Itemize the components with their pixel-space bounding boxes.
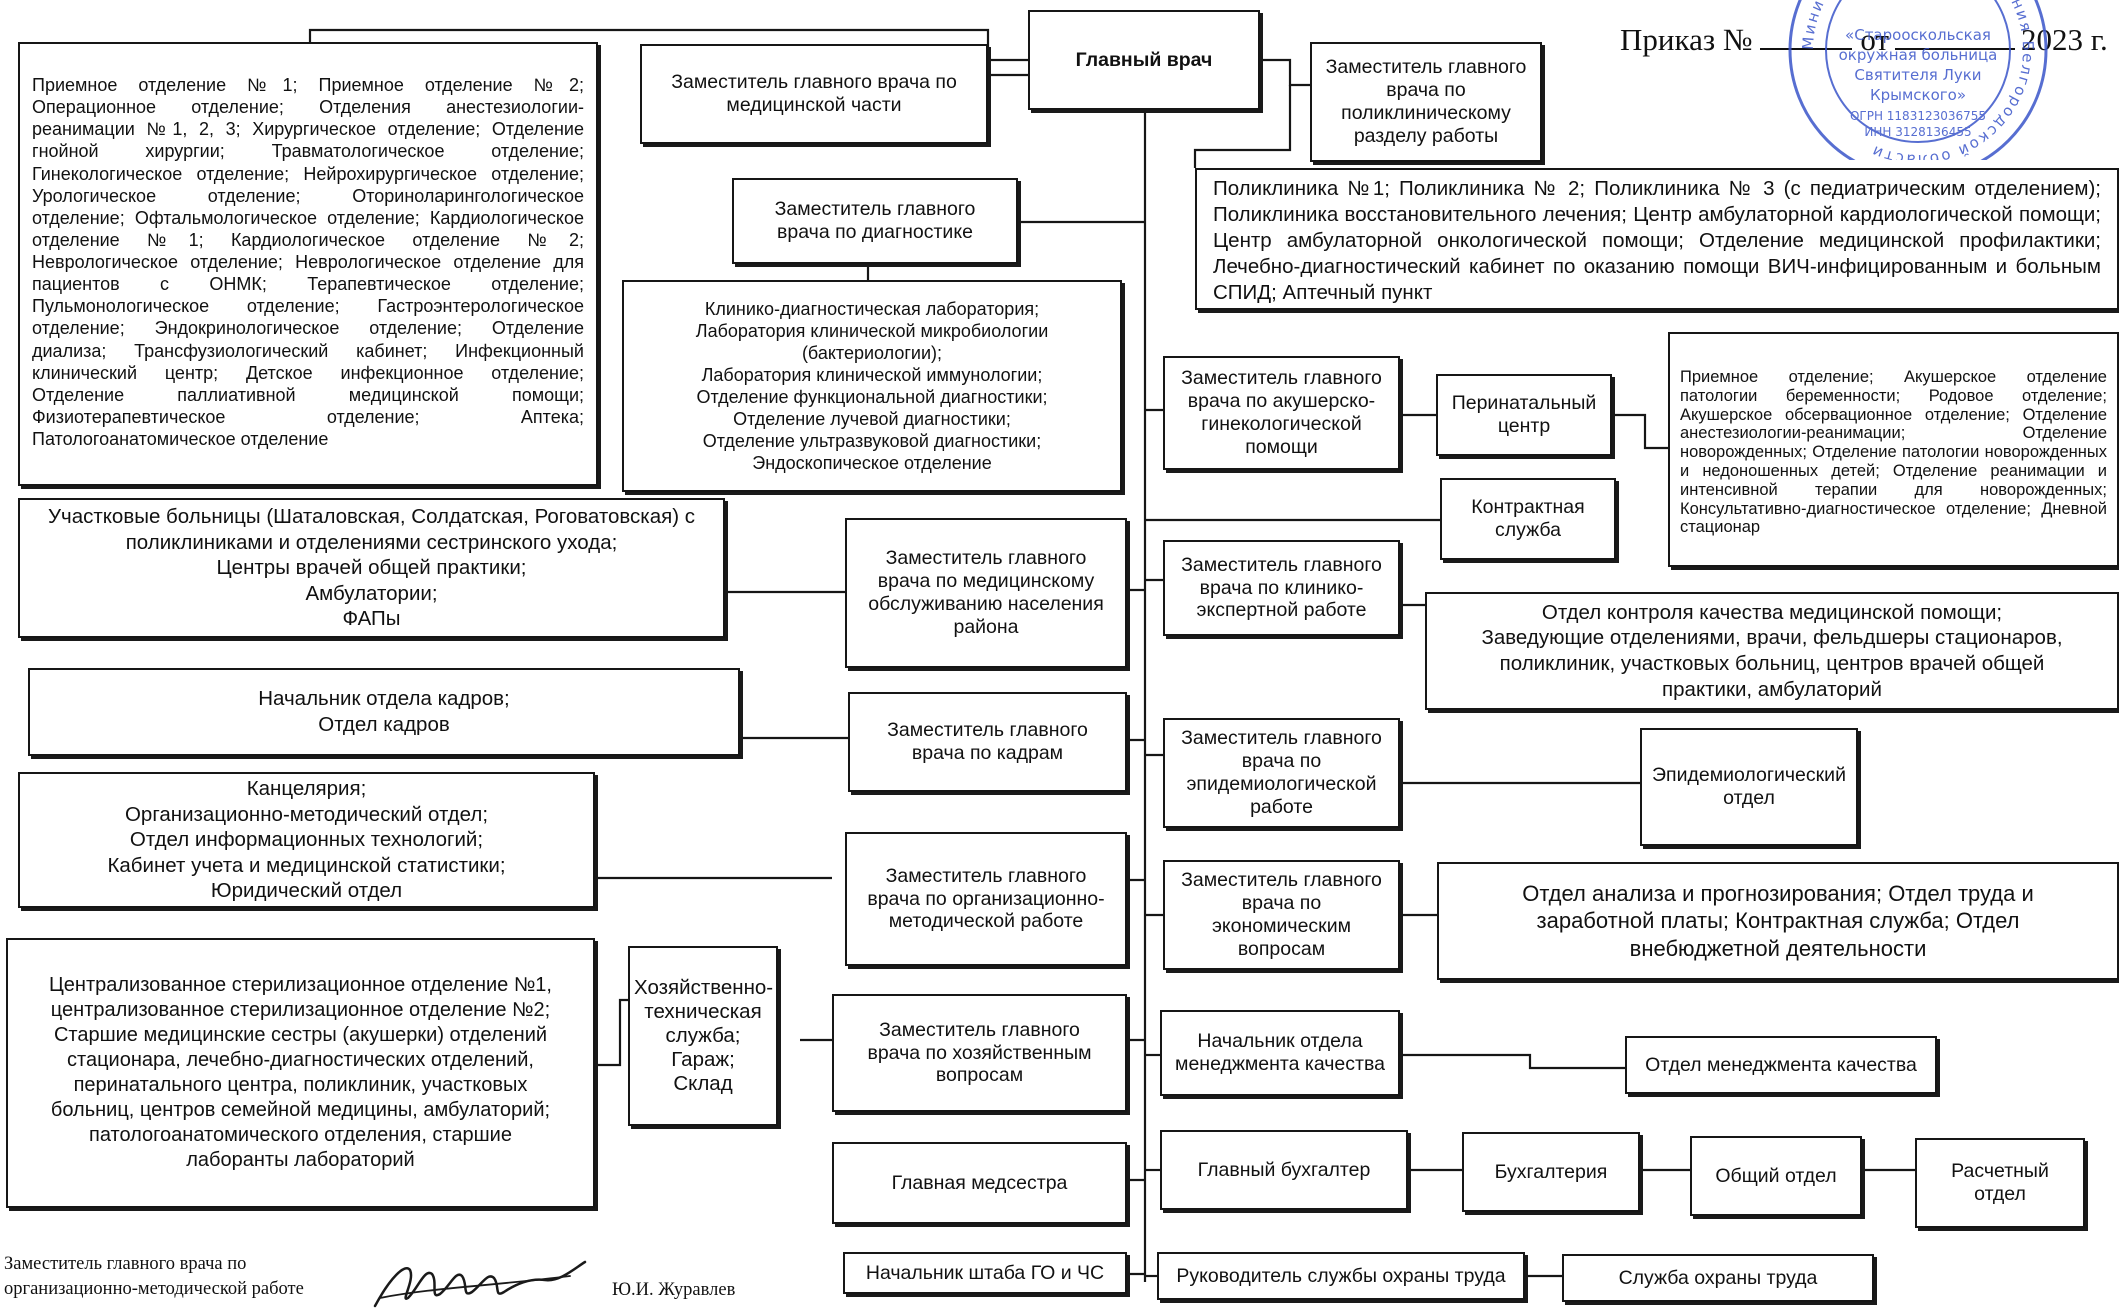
- settlement-dept-label: Расчетный отдел: [1951, 1160, 2049, 1205]
- stamp-inn: ИНН 3128136455: [1864, 125, 1971, 139]
- official-stamp: Министерство здравоохранения Белгородско…: [1788, 0, 2048, 160]
- general-dept-label: Общий отдел: [1715, 1164, 1837, 1187]
- epidemiology-dept-box: Эпидемиологический отдел: [1640, 728, 1858, 846]
- settlement-dept-box: Расчетный отдел: [1915, 1138, 2085, 1228]
- deputy-hr-label: Заместитель главного врача по кадрам: [887, 719, 1088, 764]
- civil-defense-label: Начальник штаба ГО и ЧС: [865, 1261, 1105, 1284]
- deputy-household-box: Заместитель главного врача по хозяйствен…: [832, 994, 1127, 1112]
- hr-list-box: Начальник отдела кадров; Отдел кадров: [28, 668, 740, 756]
- diagnostics-list-text: Клинико-диагностическая лаборатория; Лаб…: [695, 298, 1049, 474]
- deputy-epidemiology-label: Заместитель главного врача по эпидемиоло…: [1181, 727, 1382, 818]
- district-list-text: Участковые больницы (Шаталовская, Солдат…: [47, 504, 695, 631]
- sterilization-list-box: Централизованное стерилизационное отделе…: [6, 938, 595, 1208]
- stamp-line-4: Крымского»: [1870, 86, 1966, 104]
- perinatal-center-label: Перинатальный центр: [1451, 392, 1597, 437]
- deputy-economics-box: Заместитель главного врача по экономичес…: [1163, 860, 1400, 970]
- order-from: от: [1860, 22, 1890, 57]
- quality-control-list-text: Отдел контроля качества медицинской помо…: [1481, 600, 2063, 701]
- contract-service-box: Контрактная служба: [1440, 478, 1616, 560]
- stamp-line-1: «Старооскольская: [1845, 26, 1991, 44]
- contract-service-label: Контрактная служба: [1471, 496, 1585, 541]
- economics-list-text: Отдел анализа и прогнозирования; Отдел т…: [1522, 880, 2034, 961]
- hospital-departments-box: Приемное отделение №1; Приемное отделени…: [18, 42, 598, 486]
- perinatal-list-text: Приемное отделение; Акушерское отделение…: [1680, 368, 2107, 537]
- quality-mgmt-dept-box: Отдел менеджмента качества: [1625, 1036, 1937, 1094]
- signer-name: Ю.И. Журавлев: [612, 1280, 736, 1300]
- chief-physician-label: Главный врач: [1075, 48, 1213, 71]
- chief-accountant-box: Главный бухгалтер: [1160, 1130, 1408, 1210]
- deputy-polyclinic-box: Заместитель главного врача по поликлинич…: [1310, 42, 1542, 162]
- polyclinics-list-text: Поликлиника №1; Поликлиника № 2; Поликли…: [1213, 177, 2101, 305]
- quality-mgmt-dept-label: Отдел менеджмента качества: [1645, 1053, 1917, 1076]
- chief-physician-box: Главный врач: [1028, 10, 1260, 110]
- chief-accountant-label: Главный бухгалтер: [1197, 1158, 1371, 1181]
- head-quality-mgmt-label: Начальник отдела менеджмента качества: [1175, 1030, 1385, 1075]
- head-quality-mgmt-box: Начальник отдела менеджмента качества: [1160, 1010, 1400, 1096]
- order-date-field: [1895, 24, 2016, 50]
- deputy-org-method-label: Заместитель главного врача по организаци…: [867, 864, 1105, 933]
- deputy-epidemiology-box: Заместитель главного врача по эпидемиоло…: [1163, 718, 1400, 828]
- perinatal-list-box: Приемное отделение; Акушерское отделение…: [1668, 332, 2119, 567]
- sterilization-list-text: Централизованное стерилизационное отделе…: [49, 974, 552, 1171]
- deputy-medical-label: Заместитель главного врача по медицинско…: [671, 71, 957, 116]
- labor-safety-head-label: Руководитель службы охраны труда: [1176, 1264, 1506, 1287]
- labor-safety-service-box: Служба охраны труда: [1562, 1254, 1874, 1302]
- connector: [1400, 1053, 1625, 1070]
- deputy-obstetrics-box: Заместитель главного врача по акушерско-…: [1163, 356, 1400, 470]
- hospital-departments-text: Приемное отделение №1; Приемное отделени…: [32, 75, 584, 449]
- polyclinics-list-box: Поликлиника №1; Поликлиника № 2; Поликли…: [1195, 168, 2119, 310]
- deputy-household-label: Заместитель главного врача по хозяйствен…: [867, 1018, 1092, 1087]
- deputy-medical-box: Заместитель главного врача по медицинско…: [640, 44, 988, 144]
- org-list-text: Канцелярия; Организационно-методический …: [107, 776, 506, 903]
- connector: [595, 998, 628, 1067]
- order-year: 2023 г.: [2021, 22, 2108, 57]
- head-nurse-label: Главная медсестра: [891, 1171, 1068, 1194]
- handwritten-signature: [373, 1260, 587, 1308]
- stamp-line-3: Святителя Луки: [1854, 66, 1981, 84]
- signer-title: Заместитель главного врача по организаци…: [4, 1254, 304, 1299]
- deputy-diagnostics-label: Заместитель главного врача по диагностик…: [774, 198, 976, 243]
- org-list-box: Канцелярия; Организационно-методический …: [18, 772, 595, 908]
- connector: [1260, 58, 1310, 87]
- deputy-expert-label: Заместитель главного врача по клинико- э…: [1181, 553, 1382, 622]
- epidemiology-dept-label: Эпидемиологический отдел: [1652, 764, 1846, 809]
- labor-safety-service-label: Служба охраны труда: [1618, 1266, 1818, 1289]
- accounting-label: Бухгалтерия: [1494, 1160, 1608, 1183]
- deputy-diagnostics-box: Заместитель главного врача по диагностик…: [732, 178, 1018, 264]
- perinatal-center-box: Перинатальный центр: [1436, 374, 1612, 456]
- accounting-box: Бухгалтерия: [1462, 1132, 1640, 1212]
- head-nurse-box: Главная медсестра: [832, 1142, 1127, 1224]
- order-header: Приказ № от 2023 г.: [1620, 22, 2108, 58]
- deputy-org-method-box: Заместитель главного врача по организаци…: [845, 832, 1127, 966]
- district-list-box: Участковые больницы (Шаталовская, Солдат…: [18, 498, 725, 638]
- connector: [986, 73, 1028, 95]
- stamp-ogrn: ОГРН 1183123036755: [1850, 109, 1986, 123]
- deputy-obstetrics-label: Заместитель главного врача по акушерско-…: [1181, 367, 1382, 458]
- deputy-polyclinic-label: Заместитель главного врача по поликлинич…: [1325, 56, 1527, 147]
- hr-list-text: Начальник отдела кадров; Отдел кадров: [258, 687, 510, 736]
- quality-control-list-box: Отдел контроля качества медицинской помо…: [1425, 592, 2119, 710]
- general-dept-box: Общий отдел: [1690, 1136, 1862, 1216]
- order-prefix: Приказ №: [1620, 22, 1753, 57]
- household-service-label: Хозяйственно- техническая служба; Гараж;…: [634, 976, 774, 1095]
- economics-list-box: Отдел анализа и прогнозирования; Отдел т…: [1437, 862, 2119, 980]
- deputy-economics-label: Заместитель главного врача по экономичес…: [1181, 869, 1382, 960]
- deputy-hr-box: Заместитель главного врача по кадрам: [848, 692, 1127, 792]
- deputy-expert-box: Заместитель главного врача по клинико- э…: [1163, 540, 1400, 636]
- deputy-district-label: Заместитель главного врача по медицинско…: [868, 547, 1104, 638]
- diagnostics-list-box: Клинико-диагностическая лаборатория; Лаб…: [622, 280, 1122, 492]
- deputy-district-box: Заместитель главного врача по медицинско…: [845, 518, 1127, 668]
- household-service-box: Хозяйственно- техническая служба; Гараж;…: [628, 946, 778, 1126]
- connector: [1612, 413, 1668, 450]
- civil-defense-box: Начальник штаба ГО и ЧС: [843, 1252, 1127, 1294]
- order-number-field: [1760, 24, 1853, 50]
- labor-safety-head-box: Руководитель службы охраны труда: [1157, 1252, 1525, 1300]
- stamp-line-2: окружная больница: [1839, 46, 1998, 64]
